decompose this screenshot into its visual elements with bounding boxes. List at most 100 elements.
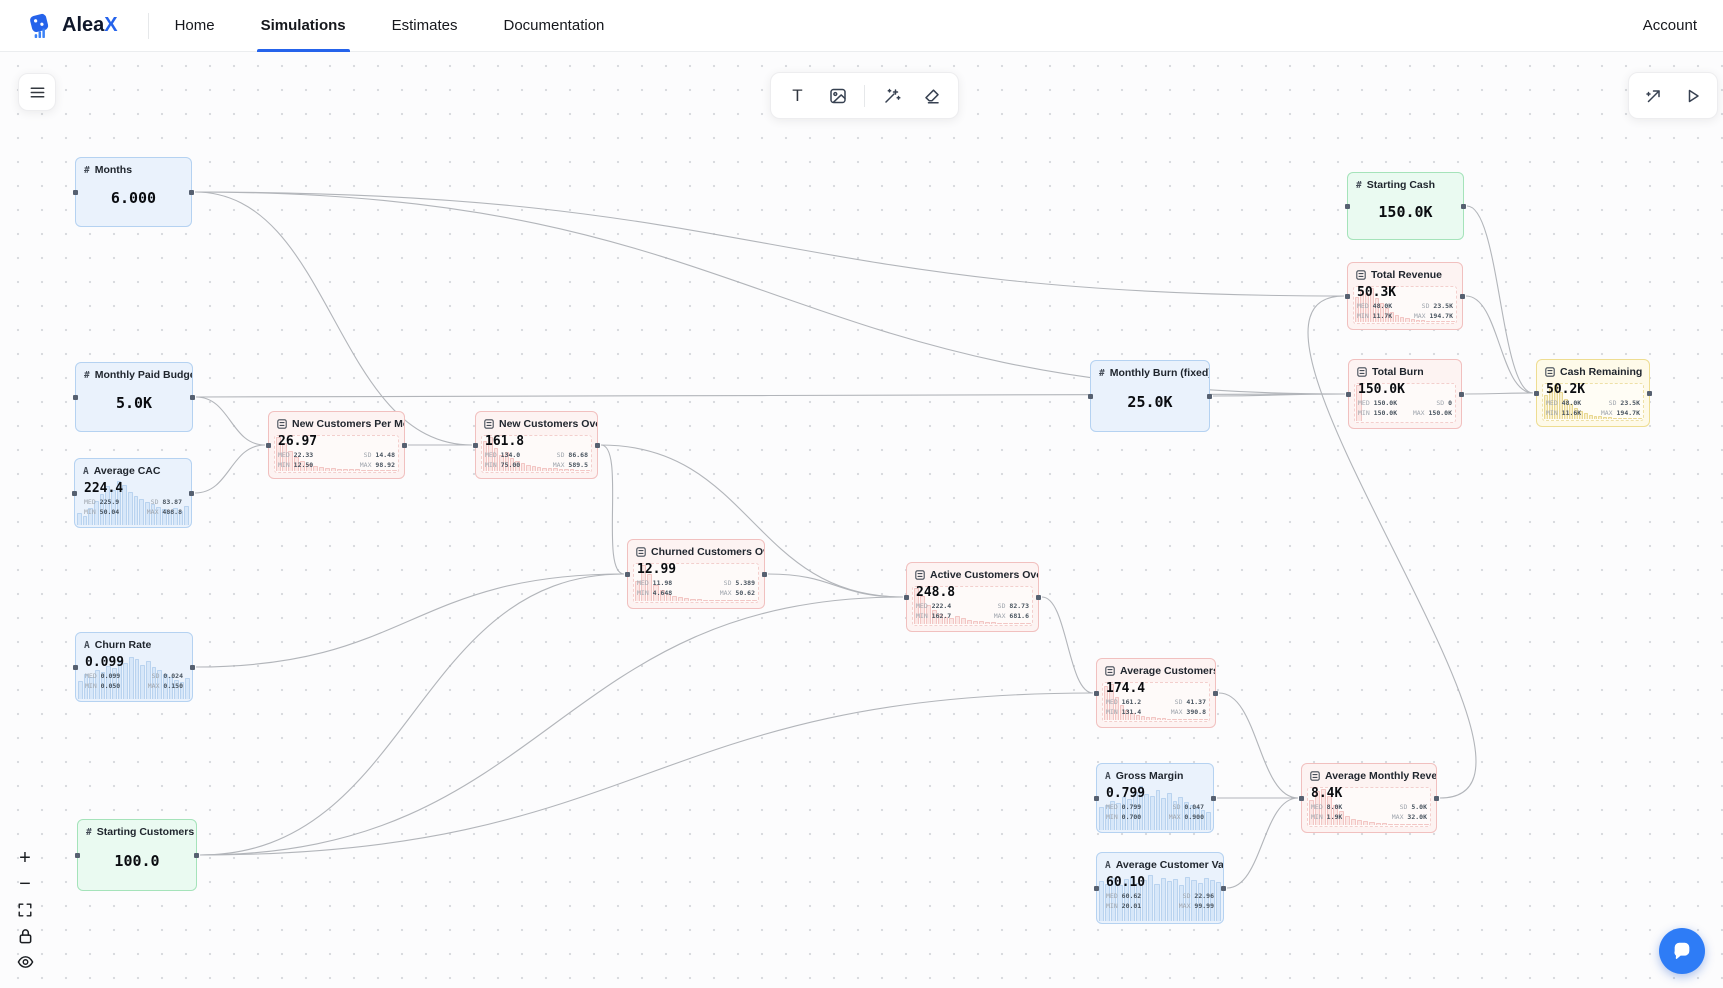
zoom-in-button[interactable]: +	[17, 848, 33, 868]
output-handle[interactable]	[595, 442, 600, 448]
edge-active-customers-overall-to-average-customers[interactable]	[1041, 596, 1094, 694]
output-handle[interactable]	[1461, 203, 1466, 209]
edge-monthly-paid-budget-to-new-customers-per-month[interactable]	[195, 396, 266, 446]
input-handle[interactable]	[1094, 690, 1099, 696]
chat-widget-button[interactable]	[1659, 928, 1705, 974]
output-handle[interactable]	[1459, 391, 1464, 397]
app-logo[interactable]: AleaX	[26, 12, 118, 39]
edge-average-customer-value-to-average-monthly-revenue[interactable]	[1226, 797, 1299, 889]
edge-churned-customers-overall-to-active-customers-overall[interactable]	[767, 573, 904, 598]
histogram-bar	[1111, 877, 1117, 921]
input-handle[interactable]	[1094, 795, 1099, 801]
edge-months-to-total-revenue[interactable]	[194, 191, 1345, 297]
account-button[interactable]: Account	[1642, 17, 1697, 34]
edge-starting-customers-to-average-customers[interactable]	[199, 692, 1094, 856]
output-handle[interactable]	[1647, 390, 1652, 396]
input-handle[interactable]	[1345, 293, 1350, 299]
input-handle[interactable]	[1534, 390, 1539, 396]
edge-starting-customers-to-active-customers-overall[interactable]	[199, 596, 904, 856]
input-handle[interactable]	[72, 490, 77, 496]
output-handle[interactable]	[1460, 293, 1465, 299]
output-handle[interactable]	[189, 189, 194, 195]
input-handle[interactable]	[1346, 391, 1351, 397]
input-handle[interactable]	[473, 442, 478, 448]
output-handle[interactable]	[1036, 594, 1041, 600]
edge-total-burn-to-cash-remaining[interactable]	[1464, 392, 1534, 395]
number-icon: #	[84, 164, 90, 176]
input-handle[interactable]	[1088, 393, 1093, 399]
edge-starting-customers-to-churned-customers-overall[interactable]	[199, 573, 625, 856]
wand-tool-button[interactable]	[874, 79, 909, 113]
input-handle[interactable]	[73, 394, 78, 400]
input-handle[interactable]	[904, 594, 909, 600]
output-handle[interactable]	[1213, 690, 1218, 696]
output-handle[interactable]	[762, 571, 767, 577]
edge-average-cac-to-new-customers-per-month[interactable]	[194, 444, 266, 494]
edge-average-monthly-revenue-to-total-revenue[interactable]	[1307, 295, 1477, 799]
nav-item-home[interactable]: Home	[174, 17, 215, 34]
eraser-tool-button[interactable]	[914, 79, 949, 113]
visibility-button[interactable]	[17, 953, 33, 971]
nav-item-documentation[interactable]: Documentation	[503, 17, 605, 34]
nav-item-simulations[interactable]: Simulations	[256, 0, 350, 52]
input-handle[interactable]	[1299, 795, 1304, 801]
fit-view-button[interactable]	[17, 901, 33, 919]
edge-months-to-new-customers-overall[interactable]	[194, 191, 473, 446]
histogram-bar	[373, 469, 379, 471]
output-handle[interactable]	[1207, 393, 1212, 399]
canvas-menu-button[interactable]	[18, 73, 56, 111]
input-handle[interactable]	[73, 189, 78, 195]
input-handle[interactable]	[1094, 885, 1099, 891]
output-handle[interactable]	[190, 664, 195, 670]
output-handle[interactable]	[189, 490, 194, 496]
node-title-label: Churn Rate	[94, 639, 152, 651]
edge-new-customers-overall-to-churned-customers-overall[interactable]	[600, 444, 625, 575]
output-handle[interactable]	[1434, 795, 1439, 801]
output-handle[interactable]	[1211, 795, 1216, 801]
edge-churn-rate-to-churned-customers-overall[interactable]	[195, 573, 625, 668]
edge-average-customers-to-average-monthly-revenue[interactable]	[1218, 692, 1299, 799]
image-tool-button[interactable]	[820, 79, 855, 113]
histogram-bar	[1355, 296, 1360, 322]
output-handle[interactable]	[1221, 885, 1226, 891]
input-handle[interactable]	[73, 664, 78, 670]
edge-monthly-burn-fixed-to-total-burn[interactable]	[1212, 393, 1346, 397]
input-handle[interactable]	[625, 571, 630, 577]
input-handle[interactable]	[1345, 203, 1350, 209]
text-tool-button[interactable]: T	[780, 79, 815, 113]
edge-total-revenue-to-cash-remaining[interactable]	[1465, 295, 1534, 394]
rerun-simulation-button[interactable]	[1636, 79, 1671, 113]
play-simulation-button[interactable]	[1675, 79, 1710, 113]
histogram-bar	[510, 458, 515, 471]
lock-button[interactable]	[17, 927, 33, 945]
nav-item-estimates[interactable]: Estimates	[391, 17, 458, 34]
input-handle[interactable]	[266, 442, 271, 448]
edge-starting-cash-to-cash-remaining[interactable]	[1466, 205, 1534, 394]
output-handle[interactable]	[190, 394, 195, 400]
input-handle[interactable]	[75, 852, 80, 858]
histogram-bar	[1339, 811, 1345, 825]
node-monthly-burn-fixed[interactable]: #Monthly Burn (fixed)25.0K	[1088, 360, 1212, 432]
zoom-out-button[interactable]: −	[17, 874, 33, 894]
output-handle[interactable]	[402, 442, 407, 448]
output-handle[interactable]	[194, 852, 199, 858]
